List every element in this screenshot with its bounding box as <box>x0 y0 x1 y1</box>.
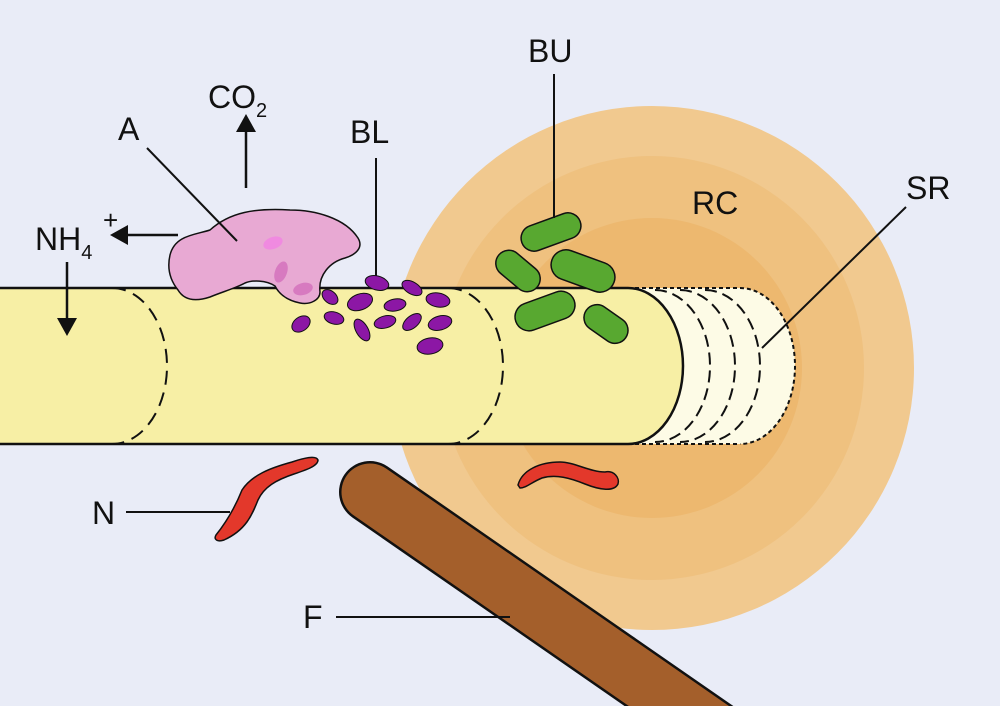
arrows <box>57 114 256 336</box>
root <box>0 286 796 446</box>
bacterium-purple <box>383 298 407 312</box>
root-tip-outline <box>627 286 685 446</box>
co2-arrow <box>236 114 256 188</box>
bacterium-purple <box>291 315 311 333</box>
nh4-down-arrow <box>57 262 77 336</box>
label-co2: CO2 <box>208 79 267 122</box>
label-nh4-charge: + <box>103 205 118 235</box>
label-F: F <box>303 599 323 635</box>
bacteria-green-cluster <box>495 212 629 345</box>
label-BL: BL <box>350 114 389 150</box>
bacterium-purple <box>427 315 453 331</box>
label-RC: RC <box>692 185 738 221</box>
leader-lines <box>126 74 907 618</box>
label-SR: SR <box>906 170 950 206</box>
bacteria-purple-cluster <box>291 275 453 355</box>
leader-A <box>146 147 238 242</box>
bacterium-purple <box>321 289 339 305</box>
bacterium-purple <box>364 275 390 291</box>
bacterium-purple <box>425 292 451 308</box>
nematode-left <box>214 456 319 542</box>
bacterium-purple <box>402 313 422 331</box>
nh4-left-arrow <box>110 225 178 245</box>
bacterium-green <box>583 303 629 345</box>
labels: A CO2 NH4 + BL BU RC SR N F <box>35 33 950 635</box>
bacterium-purple <box>373 315 397 329</box>
fungal-hypha <box>339 461 734 706</box>
label-A: A <box>118 111 140 147</box>
label-N: N <box>92 495 115 531</box>
nematodes <box>214 456 620 542</box>
bacterium-purple <box>353 318 371 342</box>
bacterium-purple <box>416 337 444 355</box>
bacterium-purple <box>401 279 423 297</box>
bacterium-purple <box>346 292 374 312</box>
bacterium-green <box>550 249 616 293</box>
label-BU: BU <box>528 33 572 69</box>
amoeba <box>168 208 361 305</box>
bacterium-green <box>495 249 541 293</box>
label-nh4: NH4 <box>35 221 92 264</box>
leader-SR <box>761 206 907 349</box>
root-cap-outline <box>739 287 796 445</box>
bacterium-green <box>520 212 582 252</box>
bacterium-purple <box>323 311 345 325</box>
bacterium-green <box>514 290 576 332</box>
nematode-right <box>517 461 620 490</box>
